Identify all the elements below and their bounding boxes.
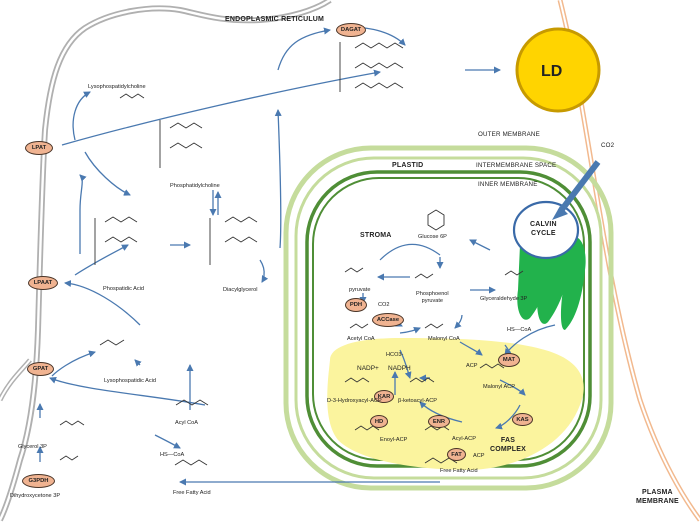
dihydroxyacetone-3p-label: Dihydroxycetone 3P [10,493,61,499]
enzyme-mat: MAT [498,353,520,367]
acyl-acp-label: Acyl-ACP [452,436,476,442]
plastid-label: PLASTID [392,162,424,169]
stroma-label: STROMA [360,232,392,239]
plastid-intermembrane [294,156,603,480]
co2-pdh-label: CO2 [378,302,390,308]
glyceraldehyde-3p-label: Glyceraldehyde 3P [480,296,528,302]
hs-coa-label: HS—CoA [160,452,185,458]
phosphatidylcholine-label: Phosphatidylcholine [170,183,220,189]
hs-coa-stroma-label: HS—CoA [507,327,532,333]
enzyme-lpaat: LPAAT [28,276,58,290]
er-membrane [0,0,332,522]
nadp-label: NADP+ [357,365,379,372]
enzyme-dagat: DAGAT [336,23,366,37]
enzyme-fat: FAT [447,448,466,461]
lysophosphatidic-acid-label: Lysophospatidic Acid [104,378,157,384]
acetyl-coa-label: Acetyl CoA [347,336,375,342]
enzyme-hd: HD [370,415,388,428]
inner-membrane-label: INNER MEMBRANE [478,181,538,188]
acp-label-2: ACP [473,453,485,459]
ld-label: LD [541,63,563,80]
acp-label-1: ACP [466,363,478,369]
malonyl-acp-label: Malonyl ACP [483,384,516,390]
pyruvate-label: pyruvate [349,287,371,293]
intermembrane-space-label: INTERMEMBRANE SPACE [476,162,557,169]
thylakoid-3 [560,236,586,330]
glucose-6p-label: Glucose 6P [418,234,447,240]
ketoacyl-acp-label: β-ketoacyl-ACP [398,398,437,404]
phosphatidic-acid-label: Phospatidic Acid [103,286,145,292]
enzyme-kas: KAS [512,413,533,426]
malonyl-coa-label: Malonyl CoA [428,336,460,342]
enzyme-lpat: LPAT [25,141,53,155]
lysophosphatidylcholine-label: Lysophospatidylcholine [88,84,146,90]
diacylglycerol-label: Diacylglycerol [223,287,258,293]
outer-membrane-label: OUTER MEMBRANE [478,131,540,138]
lipid-droplet [515,27,601,113]
enzyme-enr: ENR [428,415,450,428]
plastid-outer-membrane [283,145,614,491]
enzyme-pdh: PDH [345,298,367,312]
enzyme-g3pdh: G3PDH [22,474,55,488]
nadph-label: NADPH [388,365,411,372]
glycerol-3p-label: Glycerol 3P [18,444,47,450]
enzyme-kar: KAR [374,390,394,403]
enoyl-acp-label: Enoyl-ACP [380,437,408,443]
fas-complex-region [327,338,584,470]
hco3-label: HCO3- [386,352,404,358]
free-fatty-acid-label: Free Fatty Acid [173,490,211,496]
er-label: ENDOPLASMIC RETICULUM [225,16,325,23]
acyl-coa-label: Acyl CoA [175,420,199,426]
enzyme-gpat: GPAT [27,362,54,376]
free-fatty-acid-stroma-label: Free Fatty Acid [440,468,478,474]
co2-input-label: CO2 [601,142,615,149]
enzyme-accase: ACCase [372,313,404,327]
hydroxyacyl-acp-label: D-3-Hydroxyacyl-ACP [327,398,382,404]
